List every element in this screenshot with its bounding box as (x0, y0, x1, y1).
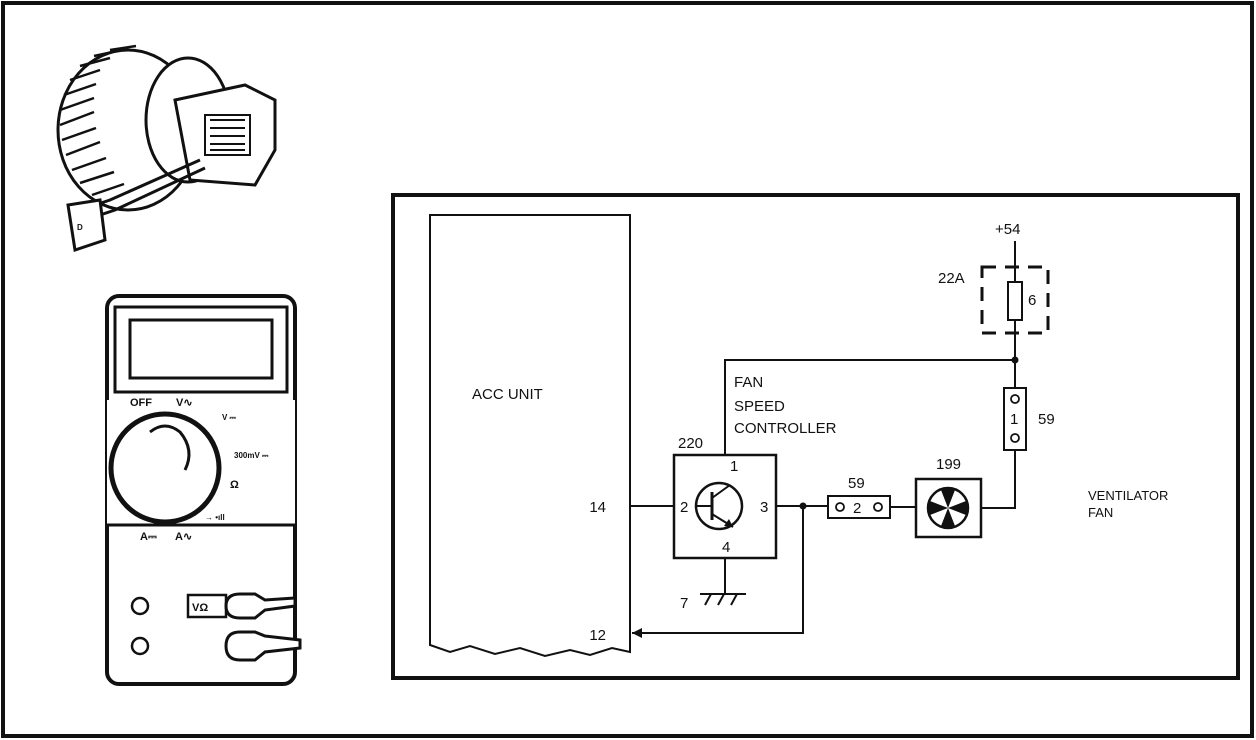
fan-icon (926, 486, 970, 530)
jack-com-icon[interactable] (130, 596, 150, 616)
acc-unit-block (429, 214, 631, 658)
controller-label-3: CONTROLLER (734, 420, 837, 437)
ground-icon (700, 593, 746, 606)
controller-id: 220 (678, 435, 703, 452)
dial-off-label: OFF (130, 397, 152, 409)
connector-horizontal-id: 59 (848, 475, 865, 492)
transistor-icon (694, 481, 744, 531)
wiring-schematic: ACC UNIT 14 12 220 FAN SPEED CONTROLLER … (391, 193, 1240, 680)
dial-mv-dc-label: 300mV ⎓ (234, 451, 269, 460)
dial-v-ac-label: V∿ (176, 397, 193, 409)
probe-plugs (224, 592, 302, 662)
diode-continuity-icon: → •ıll (205, 513, 225, 522)
fuse-icon (1007, 281, 1023, 321)
fuse-number: 6 (1028, 292, 1036, 309)
dial-a-dc-label: A⎓ (140, 531, 157, 543)
dial-a-ac-label: A∿ (175, 531, 192, 543)
fan-label-2: FAN (1088, 505, 1113, 520)
acc-pin-14: 14 (589, 499, 606, 516)
multimeter: OFF V∿ V ⎓ 300mV ⎓ Ω A⎓ A∿ → •ıll VΩ (105, 294, 302, 686)
connector-horizontal-pin: 2 (853, 500, 861, 517)
supply-label: +54 (995, 221, 1020, 238)
feedback-arrow-icon (632, 628, 642, 638)
blower-motor-illustration: D (56, 44, 277, 252)
selector-dial[interactable] (108, 411, 222, 525)
dial-v-dc-label: V ⎓ (222, 413, 237, 422)
dial-ohm-label: Ω (230, 479, 239, 491)
connector-vertical-pin: 1 (1010, 411, 1018, 428)
schematic-frame (391, 193, 1240, 680)
blower-connector-label: D (77, 223, 83, 232)
fuse-box-label: 22A (938, 270, 965, 287)
jack-a-icon[interactable] (130, 636, 150, 656)
controller-pin-3: 3 (760, 499, 768, 516)
controller-label-2: SPEED (734, 398, 785, 415)
controller-pin-1: 1 (730, 458, 738, 475)
ground-pin-label: 7 (680, 595, 688, 612)
fan-id: 199 (936, 456, 961, 473)
controller-label-1: FAN (734, 374, 763, 391)
jack-vohm-label: VΩ (192, 602, 208, 614)
controller-pin-4: 4 (722, 539, 730, 556)
connector-vertical-id: 59 (1038, 411, 1055, 428)
controller-pin-2: 2 (680, 499, 688, 516)
acc-pin-12: 12 (589, 627, 606, 644)
acc-unit-label: ACC UNIT (472, 386, 543, 403)
fan-label-1: VENTILATOR (1088, 488, 1168, 503)
